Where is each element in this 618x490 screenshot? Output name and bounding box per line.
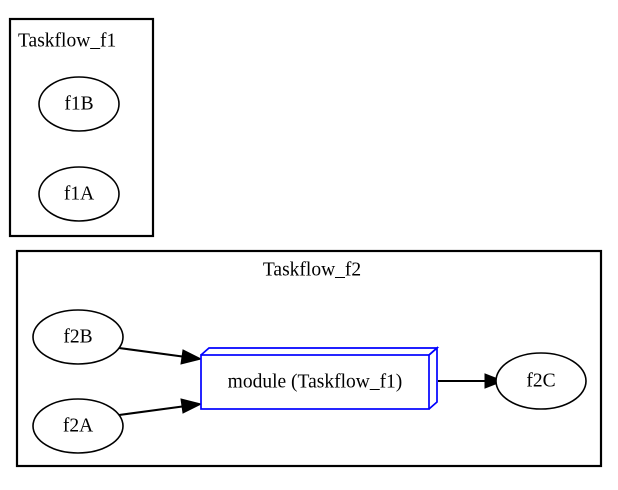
node-module-taskflow-f1[interactable]: module (Taskflow_f1) <box>200 346 440 410</box>
node-f2A-label: f2A <box>63 415 93 436</box>
cluster-taskflow-f2[interactable]: Taskflow_f2 f2B f2A <box>15 249 603 468</box>
module-label: module (Taskflow_f1) <box>228 371 403 392</box>
node-f2C-shape <box>495 352 587 410</box>
module-front-face <box>200 354 430 410</box>
node-f2B[interactable]: f2B <box>32 309 124 365</box>
edge-f2B-to-module <box>118 346 203 365</box>
edge-f2B-arrowhead <box>180 349 203 365</box>
node-f2B-label: f2B <box>63 326 92 347</box>
cluster-f2-border <box>15 249 603 468</box>
node-f1A-shape <box>38 166 120 222</box>
edge-f2A-line <box>118 404 187 417</box>
cluster-taskflow-f1[interactable]: Taskflow_f1 f1B f1A <box>8 17 155 238</box>
node-f2C[interactable]: f2C <box>495 352 587 410</box>
module-right-face <box>428 346 438 410</box>
node-f2C-label: f2C <box>526 370 555 391</box>
cluster-f2-title: Taskflow_f2 <box>263 259 361 280</box>
node-f1B-shape <box>38 76 120 132</box>
node-f2A-shape <box>32 398 124 454</box>
edge-module-arrowhead <box>484 373 505 389</box>
edge-module-to-f2C <box>438 373 505 389</box>
cluster-f1-border <box>8 17 155 238</box>
cluster-f1-title: Taskflow_f1 <box>18 30 116 51</box>
edge-f2A-to-module <box>118 398 203 417</box>
node-f1B-label: f1B <box>64 93 93 114</box>
node-f1A[interactable]: f1A <box>38 166 120 222</box>
edge-f2B-line <box>118 346 187 359</box>
edge-f2A-arrowhead <box>180 398 203 414</box>
node-f1A-label: f1A <box>64 183 94 204</box>
node-f2B-shape <box>32 309 124 365</box>
node-f2A[interactable]: f2A <box>32 398 124 454</box>
module-top-face <box>200 347 440 356</box>
node-f1B[interactable]: f1B <box>38 76 120 132</box>
